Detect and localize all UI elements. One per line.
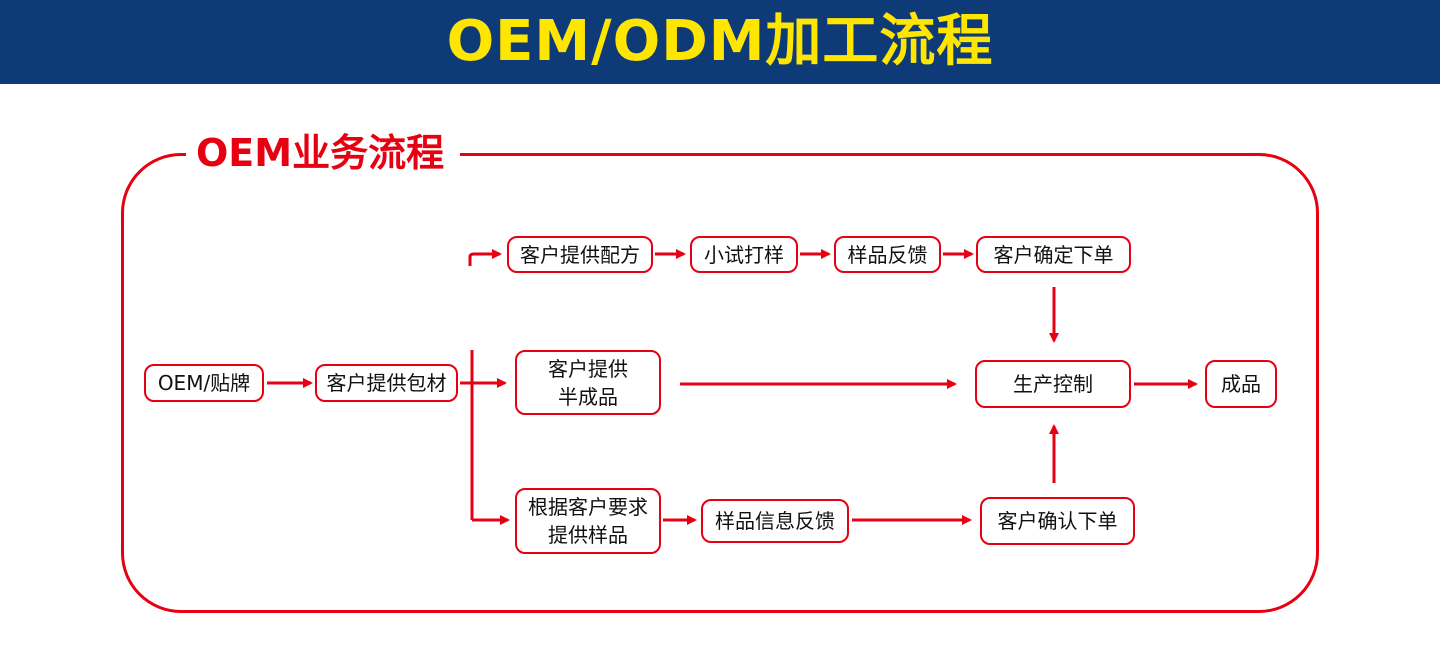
- node-customer-packaging: 客户提供包材: [315, 364, 458, 402]
- node-sample-by-request-line1: 根据客户要求: [528, 495, 648, 519]
- node-oem-brand: OEM/贴牌: [144, 364, 264, 402]
- node-sample-by-request-line2: 提供样品: [548, 523, 628, 547]
- section-title: OEM业务流程: [186, 128, 461, 178]
- node-sample-info-feedback: 样品信息反馈: [701, 499, 849, 543]
- node-finished-product-label: 成品: [1221, 372, 1261, 396]
- node-customer-confirm-order-top: 客户确定下单: [976, 236, 1131, 273]
- node-sample-feedback-label: 样品反馈: [847, 242, 928, 267]
- node-customer-packaging-label: 客户提供包材: [326, 371, 447, 395]
- arrow-hook-to-formula: [468, 249, 502, 266]
- node-customer-semi-finished: 客户提供 半成品: [515, 350, 661, 415]
- node-sample-by-request: 根据客户要求 提供样品: [515, 488, 661, 554]
- node-production-control-label: 生产控制: [1013, 372, 1093, 396]
- node-trial-sample: 小试打样: [690, 236, 798, 273]
- node-oem-brand-label: OEM/贴牌: [157, 371, 251, 395]
- page-title: OEM/ODM加工流程: [446, 9, 994, 74]
- header-banner: OEM/ODM加工流程: [0, 0, 1440, 84]
- node-sample-feedback: 样品反馈: [834, 236, 941, 273]
- node-customer-confirm-order-bottom: 客户确认下单: [980, 497, 1135, 545]
- node-customer-confirm-order-bottom-label: 客户确认下单: [997, 509, 1118, 533]
- node-customer-semi-line2: 半成品: [558, 384, 618, 409]
- node-sample-info-feedback-label: 样品信息反馈: [715, 509, 835, 533]
- node-customer-formula: 客户提供配方: [507, 236, 653, 273]
- node-production-control: 生产控制: [975, 360, 1131, 408]
- flow-frame: [121, 153, 1319, 613]
- node-trial-sample-label: 小试打样: [704, 242, 784, 267]
- node-finished-product: 成品: [1205, 360, 1277, 408]
- node-customer-confirm-order-top-label: 客户确定下单: [993, 242, 1114, 267]
- node-customer-semi-line1: 客户提供: [548, 356, 628, 381]
- node-customer-formula-label: 客户提供配方: [520, 242, 640, 267]
